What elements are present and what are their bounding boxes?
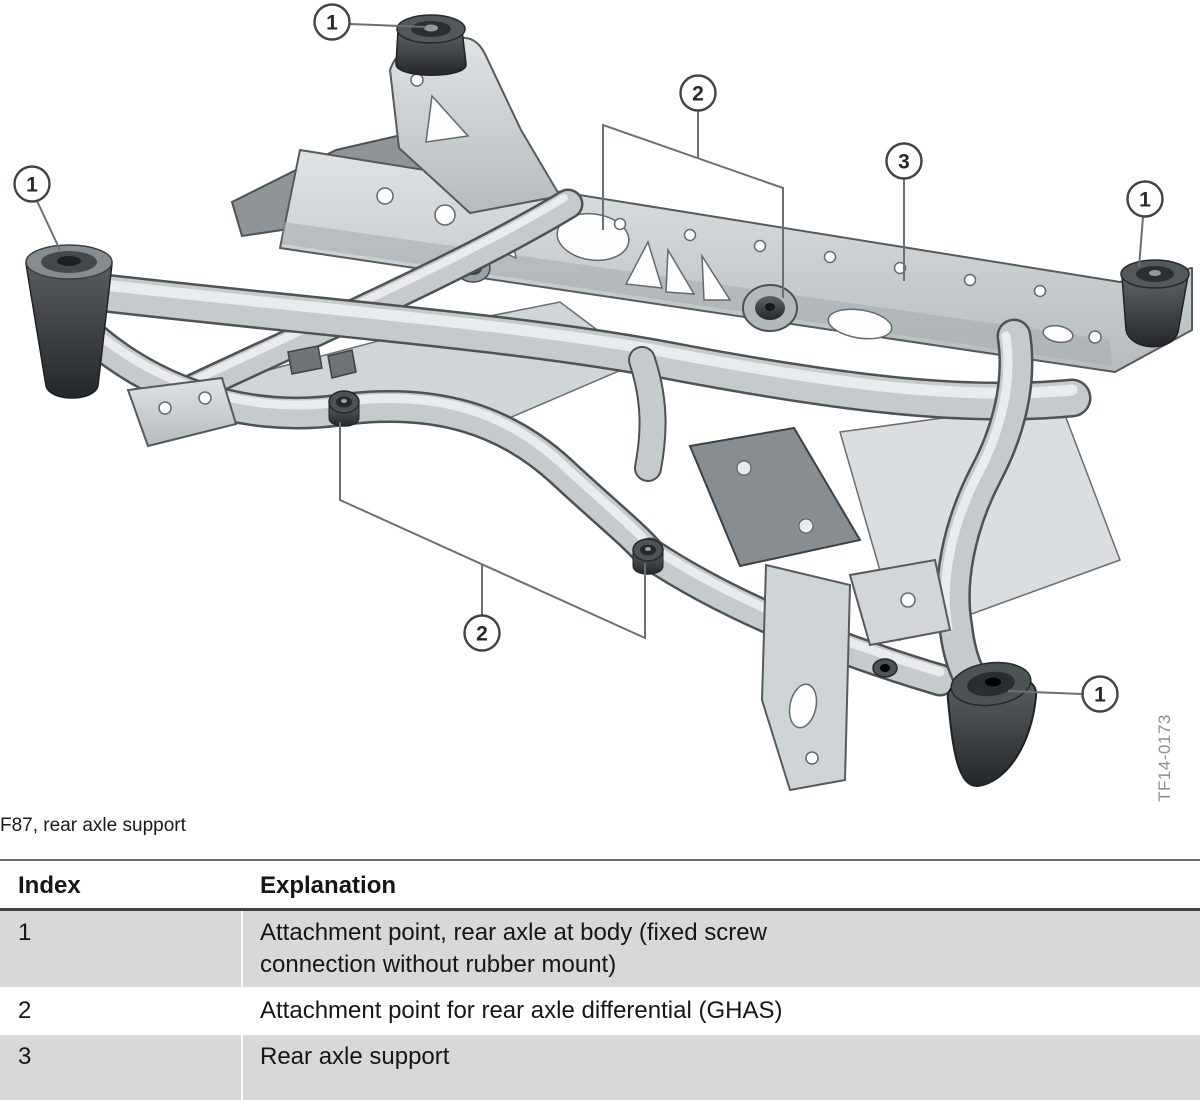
callout-diff-mounts-upper: 2 — [602, 74, 784, 298]
ghas-upper-right-bushing — [742, 284, 798, 332]
callout-label: 1 — [1139, 189, 1151, 212]
callout-label: 2 — [476, 623, 488, 646]
tube-main-upper — [76, 272, 1092, 421]
lower-tube-tabs — [287, 345, 357, 379]
explanation-cell: Attachment point for rear axle different… — [243, 989, 1200, 1033]
index-cell: 2 — [18, 997, 32, 1024]
index-cell: 1 — [0, 911, 241, 987]
tube-cross-brace — [162, 188, 584, 412]
callout-label: 3 — [898, 151, 910, 174]
index-cell: 3 — [0, 1035, 241, 1100]
top-body-mount-bushing — [395, 14, 467, 76]
table-row: 1 Attachment point, rear axle at body (f… — [0, 911, 1200, 987]
rear-axle-support-figure: 1 1 2 3 1 2 1 TF14-0173 F87, rear axle s… — [0, 3, 1193, 836]
callout-bottom-right-body-mount: 1 — [1007, 675, 1119, 713]
explanation-text: Attachment point for rear axle different… — [260, 997, 783, 1024]
table-row: 3 Rear axle support — [0, 1035, 1200, 1100]
tube-right-down — [935, 318, 1034, 724]
ghas-lower-right-bushing — [632, 538, 664, 575]
column-header-index: Index — [18, 872, 81, 899]
right-body-mount-bushing — [1120, 259, 1190, 348]
tube-center-short — [628, 346, 667, 482]
callout-label: 2 — [692, 83, 704, 106]
small-mount-boss — [872, 658, 898, 678]
callout-label: 1 — [26, 174, 38, 197]
callout-right-body-mount: 1 — [1126, 180, 1164, 268]
left-body-mount-bushing — [25, 244, 113, 399]
explanation-text: Attachment point, rear axle at body (fix… — [260, 919, 767, 978]
bottom-right-body-mount-bushing — [946, 661, 1038, 788]
bracket-center-dark — [688, 426, 862, 568]
index-table: Index Explanation 1 Attachment point, re… — [0, 859, 1200, 1100]
explanation-cell: Rear axle support — [243, 1035, 1200, 1100]
bracket-bottom-foot — [760, 563, 852, 792]
rear-axle-diagram: 1 1 2 3 1 2 1 TF14-0173 — [13, 3, 1193, 802]
table-header-row: Index Explanation — [0, 859, 1200, 911]
callout-diff-mounts-lower: 2 — [339, 422, 646, 652]
callout-left-body-mount: 1 — [13, 165, 61, 251]
ghas-lower-left-bushing — [328, 390, 360, 427]
bracket-left-small — [126, 376, 238, 448]
callout-rear-axle-support: 3 — [885, 142, 923, 281]
explanation-text: Rear axle support — [260, 1043, 450, 1070]
figure-caption: F87, rear axle support — [0, 815, 186, 836]
explanation-cell: Attachment point, rear axle at body (fix… — [243, 911, 1200, 987]
callout-label: 1 — [326, 12, 338, 35]
figure-part-number: TF14-0173 — [1155, 714, 1174, 802]
callout-top-body-mount: 1 — [313, 3, 427, 41]
bracket-right-mid — [848, 558, 952, 647]
table-row: 2 Attachment point for rear axle differe… — [0, 989, 1200, 1033]
column-header-explanation: Explanation — [260, 872, 397, 899]
callout-label: 1 — [1094, 684, 1106, 707]
